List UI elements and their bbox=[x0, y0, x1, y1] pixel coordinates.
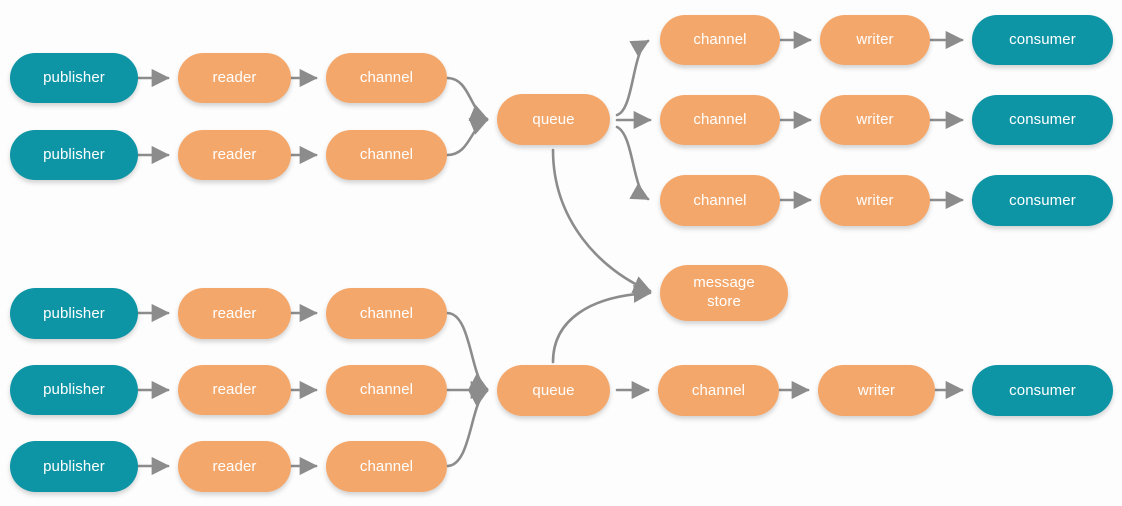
edge-chi-1-to-queue-1 bbox=[445, 76, 489, 122]
node-label: channel bbox=[359, 381, 414, 399]
node-consumer-con-1[interactable]: consumer bbox=[972, 15, 1113, 65]
edge-queue-1-to-store bbox=[551, 148, 652, 294]
node-reader-rdr-5[interactable]: reader bbox=[178, 441, 291, 492]
node-label: publisher bbox=[43, 304, 105, 322]
node-label: channel bbox=[359, 146, 414, 164]
node-label: channel bbox=[693, 31, 747, 49]
node-label: consumer bbox=[1009, 191, 1076, 209]
node-channel-cho-2[interactable]: channel bbox=[660, 95, 780, 145]
node-publisher-pub-1[interactable]: publisher bbox=[10, 53, 138, 103]
node-channel-chi-4[interactable]: channel bbox=[326, 365, 447, 415]
edge-queue-2-to-store bbox=[551, 284, 652, 364]
node-publisher-pub-2[interactable]: publisher bbox=[10, 130, 138, 180]
node-label: writer bbox=[856, 31, 894, 49]
node-channel-cho-4[interactable]: channel bbox=[658, 365, 779, 416]
node-label: publisher bbox=[43, 457, 105, 475]
edge-chi-5-to-queue-2 bbox=[445, 389, 489, 468]
node-channel-cho-3[interactable]: channel bbox=[660, 175, 780, 226]
node-label: reader bbox=[212, 146, 257, 164]
node-label: writer bbox=[856, 111, 894, 129]
node-publisher-pub-3[interactable]: publisher bbox=[10, 288, 138, 339]
node-label: channel bbox=[693, 191, 747, 209]
node-label: consumer bbox=[1009, 31, 1076, 49]
node-label: reader bbox=[212, 69, 257, 87]
node-consumer-con-2[interactable]: consumer bbox=[972, 95, 1113, 145]
node-label: publisher bbox=[43, 381, 105, 399]
node-label: publisher bbox=[43, 146, 105, 164]
node-writer-wr-4[interactable]: writer bbox=[818, 365, 935, 416]
node-label: reader bbox=[212, 304, 257, 322]
node-reader-rdr-2[interactable]: reader bbox=[178, 130, 291, 180]
node-channel-chi-3[interactable]: channel bbox=[326, 288, 447, 339]
node-label: publisher bbox=[43, 69, 105, 87]
node-label: channel bbox=[359, 69, 414, 87]
node-label: channel bbox=[693, 111, 747, 129]
node-publisher-pub-4[interactable]: publisher bbox=[10, 365, 138, 415]
node-label: consumer bbox=[1009, 381, 1076, 399]
node-writer-wr-3[interactable]: writer bbox=[820, 175, 930, 226]
node-reader-rdr-1[interactable]: reader bbox=[178, 53, 291, 103]
node-label: reader bbox=[212, 457, 257, 475]
node-queue-queue-2[interactable]: queue bbox=[497, 365, 610, 416]
node-label: queue bbox=[532, 110, 575, 128]
node-label: writer bbox=[857, 381, 896, 399]
edge-chi-2-to-queue-1 bbox=[445, 117, 489, 157]
node-channel-chi-5[interactable]: channel bbox=[326, 441, 447, 492]
node-label: channel bbox=[691, 381, 746, 399]
node-label: channel bbox=[359, 457, 414, 475]
edge-queue-1-to-cho-3 bbox=[615, 125, 650, 201]
node-label: consumer bbox=[1009, 111, 1076, 129]
node-reader-rdr-3[interactable]: reader bbox=[178, 288, 291, 339]
node-writer-wr-2[interactable]: writer bbox=[820, 95, 930, 145]
node-reader-rdr-4[interactable]: reader bbox=[178, 365, 291, 415]
node-channel-chi-2[interactable]: channel bbox=[326, 130, 447, 180]
node-label: writer bbox=[856, 191, 894, 209]
node-publisher-pub-5[interactable]: publisher bbox=[10, 441, 138, 492]
node-writer-wr-1[interactable]: writer bbox=[820, 15, 930, 65]
edge-queue-1-to-cho-1 bbox=[615, 39, 650, 117]
node-label: channel bbox=[359, 304, 414, 322]
node-queue-queue-1[interactable]: queue bbox=[497, 94, 610, 145]
node-channel-chi-1[interactable]: channel bbox=[326, 53, 447, 103]
node-consumer-con-3[interactable]: consumer bbox=[972, 175, 1113, 226]
node-label-line-2: store bbox=[707, 293, 741, 310]
node-channel-cho-1[interactable]: channel bbox=[660, 15, 780, 65]
node-label: queue bbox=[532, 381, 575, 399]
node-label: reader bbox=[212, 381, 257, 399]
node-label-line-1: message bbox=[693, 274, 755, 292]
node-consumer-con-4[interactable]: consumer bbox=[972, 365, 1113, 416]
edge-chi-3-to-queue-2 bbox=[445, 311, 489, 391]
